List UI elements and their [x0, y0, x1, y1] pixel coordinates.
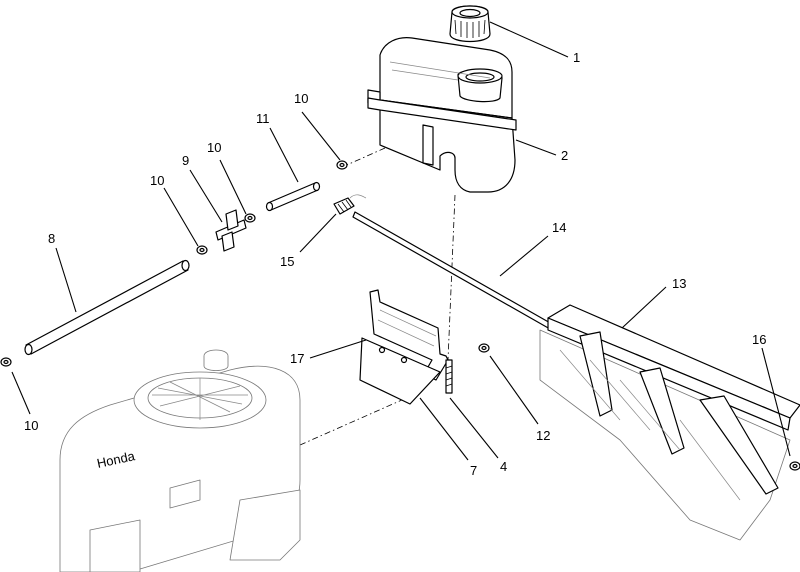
fuel-cap [449, 5, 491, 43]
callout-10-end: 10 [24, 418, 38, 433]
callout-10-hose: 10 [150, 173, 164, 188]
hose-clamp [196, 245, 208, 255]
callout-14: 14 [552, 220, 566, 235]
callout-2: 2 [561, 148, 568, 163]
callout-9: 9 [182, 153, 189, 168]
callout-8: 8 [48, 231, 55, 246]
callout-13: 13 [672, 276, 686, 291]
hex-nut [789, 461, 800, 471]
callout-11: 11 [256, 111, 270, 126]
fuel-shutoff-valve [215, 209, 247, 252]
engine: Honda [59, 349, 301, 572]
callout-10-tank: 10 [294, 91, 308, 106]
cover-assembly [539, 304, 800, 541]
lock-nut [478, 343, 490, 353]
callout-12: 12 [536, 428, 550, 443]
fuel-hose-short [265, 181, 321, 212]
mounting-bracket [359, 289, 449, 405]
hose-clamp [0, 357, 12, 367]
callout-7: 7 [470, 463, 477, 478]
hose-clamp [336, 160, 348, 170]
callout-4: 4 [500, 459, 507, 474]
callout-16: 16 [752, 332, 766, 347]
callout-10-valve: 10 [207, 140, 221, 155]
callout-15: 15 [280, 254, 294, 269]
fuel-line-assembly [0, 160, 348, 367]
leader-lines [11, 21, 791, 461]
fuel-hose-long [24, 259, 190, 356]
callout-17: 17 [290, 351, 304, 366]
callout-labels: 1 2 4 7 8 9 10 10 10 10 11 12 13 14 15 1… [24, 50, 766, 478]
hose-clamp [244, 213, 256, 223]
fuel-tank [367, 37, 517, 193]
callout-1: 1 [573, 50, 580, 65]
cable-clip [333, 194, 367, 215]
bolt [445, 359, 453, 394]
